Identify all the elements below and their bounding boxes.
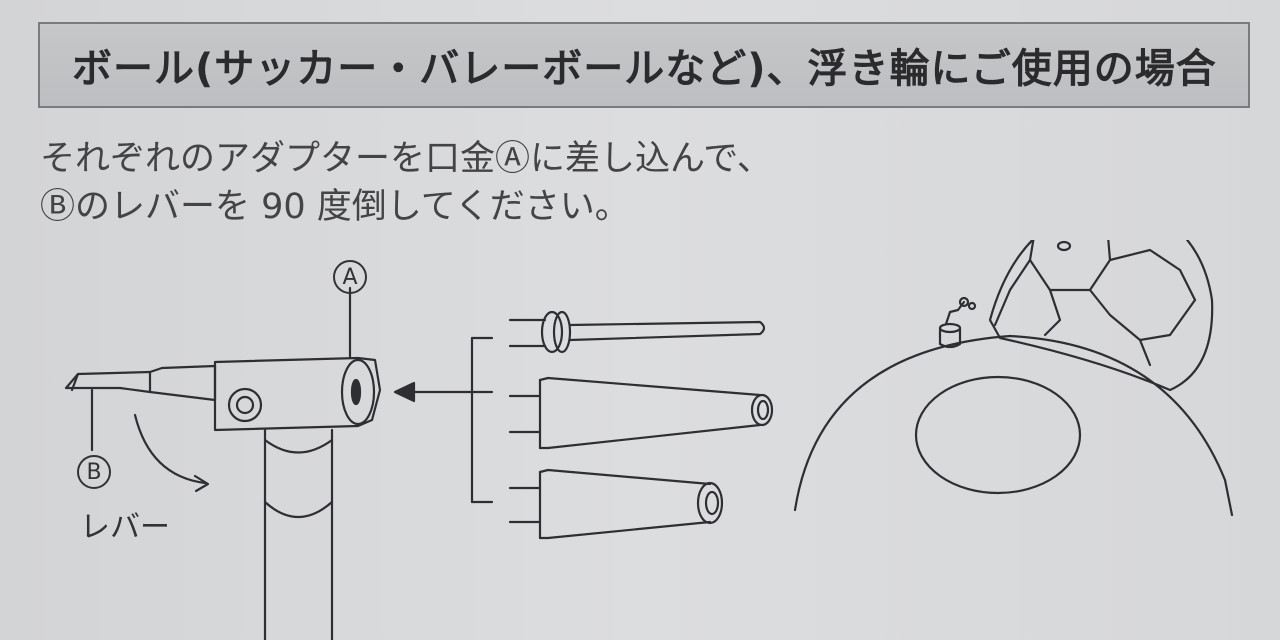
label-b-marker: B: [77, 455, 111, 489]
float-ring-icon: [793, 334, 1234, 517]
section-title: ボール(サッカー・バレーボールなど)、浮き輪にご使用の場合: [72, 46, 1217, 92]
lever-icon: [64, 364, 217, 402]
pump-diagram: A B レバー: [0, 240, 1280, 640]
label-a-marker: A: [333, 260, 367, 294]
instruction-line-1: それぞれのアダプターを口金Ⓐに差し込んで、: [40, 139, 772, 179]
instructions-text: それぞれのアダプターを口金Ⓐに差し込んで、 Ⓑのレバーを 90 度倒してください…: [40, 135, 772, 231]
valve-icon: [938, 296, 977, 349]
diagram-illustration: [64, 240, 1234, 640]
cone-adapter-icon: [508, 376, 774, 450]
cone-adapter-2-icon: [508, 468, 724, 540]
needle-adapter-icon: [508, 310, 766, 354]
instruction-line-2: Ⓑのレバーを 90 度倒してください。: [40, 187, 630, 227]
pump-head-icon: [213, 356, 382, 432]
lever-label: レバー: [80, 510, 170, 545]
pump-shaft-icon: [263, 428, 334, 640]
soccer-ball-icon: [988, 240, 1214, 392]
section-header: ボール(サッカー・バレーボールなど)、浮き輪にご使用の場合: [38, 22, 1250, 108]
